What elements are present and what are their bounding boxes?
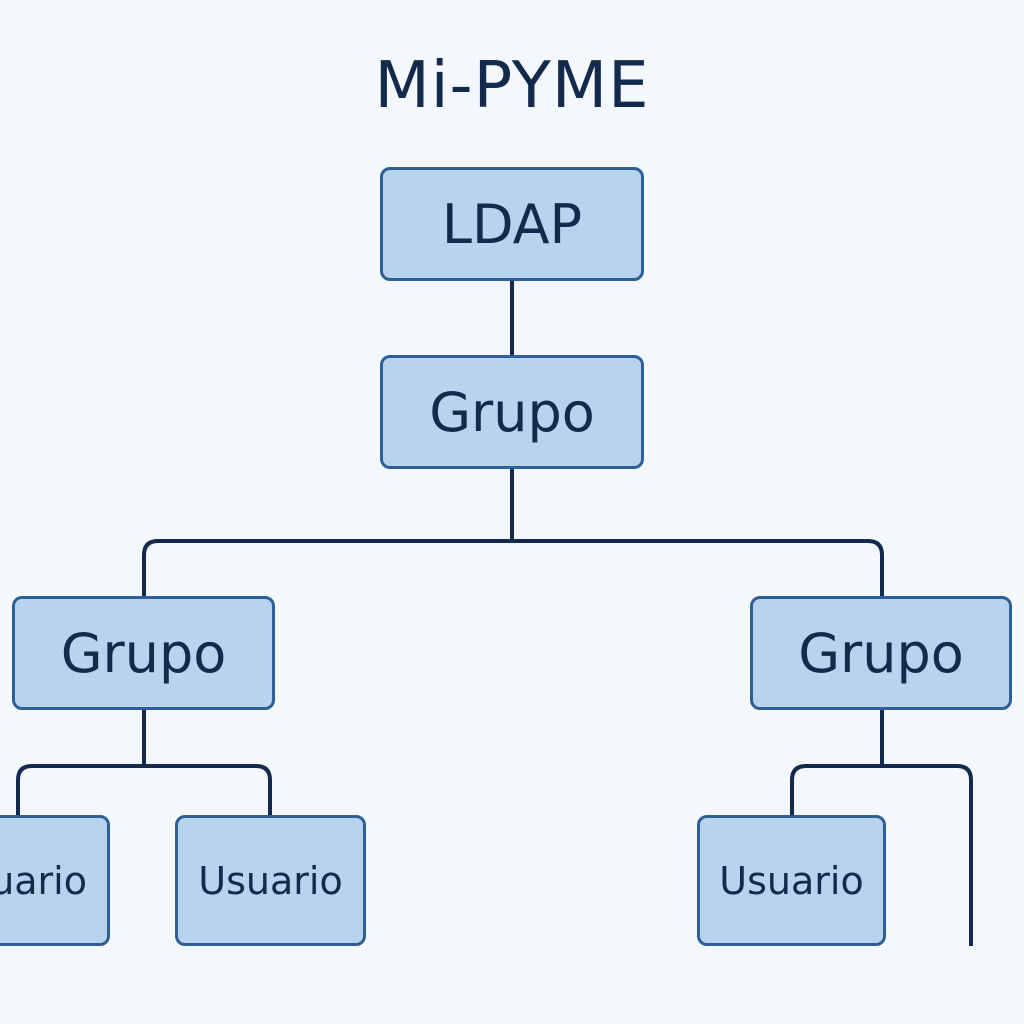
connector-grupo-right bbox=[512, 539, 884, 596]
diagram-title: Mi-PYME bbox=[374, 49, 650, 123]
node-grupo-root: Grupo bbox=[380, 355, 644, 469]
node-grupo-right: Grupo bbox=[750, 596, 1012, 710]
connector-usuario-2 bbox=[144, 764, 272, 815]
node-grupo-left: Grupo bbox=[12, 596, 275, 710]
connector-open-branch bbox=[882, 764, 973, 946]
node-usuario-1: Usuario bbox=[0, 815, 110, 946]
node-usuario-2: Usuario bbox=[175, 815, 366, 946]
connector-usuario-1 bbox=[16, 764, 144, 815]
connector-grupo-left bbox=[142, 539, 512, 596]
node-usuario-3: Usuario bbox=[697, 815, 886, 946]
node-ldap: LDAP bbox=[380, 167, 644, 281]
connector-usuario-3 bbox=[790, 764, 882, 815]
